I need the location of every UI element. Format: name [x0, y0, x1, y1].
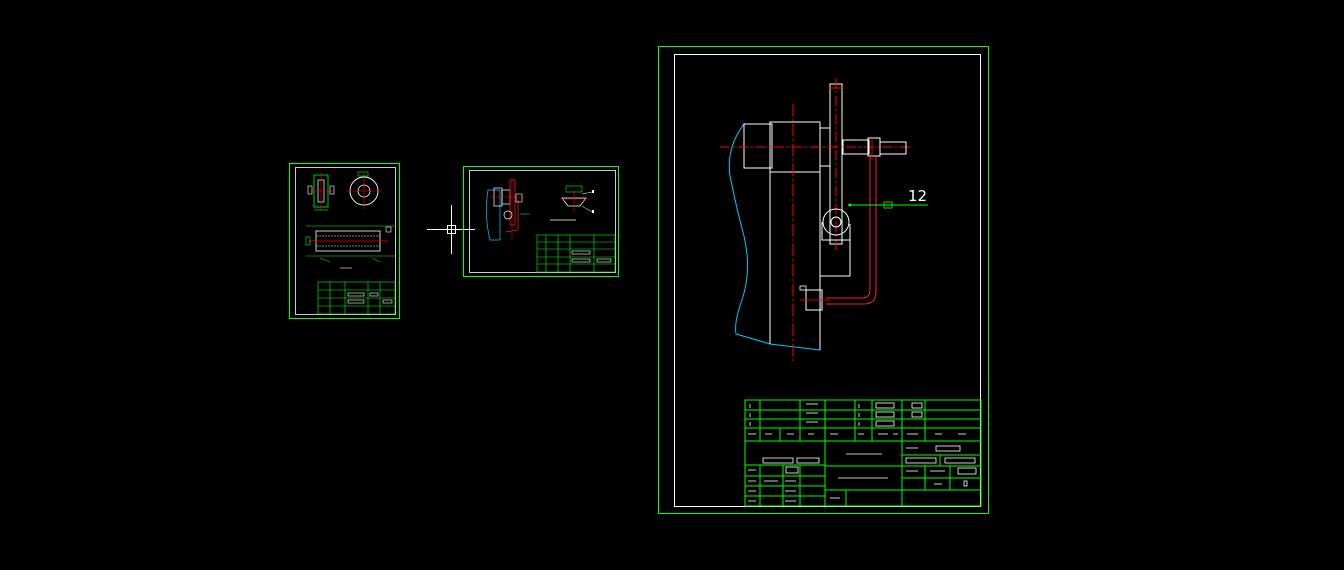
sheet-1-title-block	[317, 281, 396, 315]
drawing-sheet-2[interactable]	[463, 166, 619, 277]
sheet-3-title-block	[744, 399, 982, 507]
sheet-3-outer-frame	[658, 46, 989, 514]
sheet-2-outer-frame	[463, 166, 619, 277]
sheet-1-ring-view	[346, 171, 382, 209]
sheet-2-detail-view	[550, 185, 594, 221]
drawing-sheet-1[interactable]	[289, 163, 400, 319]
sheet-2-title-block	[536, 234, 616, 273]
drawing-sheet-3[interactable]: 12	[658, 46, 989, 514]
crosshair-cursor	[427, 205, 475, 254]
sheet-1-shaft-view	[305, 225, 396, 269]
sheet-1-inner-frame	[295, 167, 396, 315]
sheet-2-inner-frame	[469, 170, 616, 273]
sheet-3-inner-frame	[674, 54, 981, 507]
sheet-2-fixture-view	[486, 178, 530, 241]
balloon-label: 12	[908, 187, 927, 205]
sheet-3-assembly-view	[720, 78, 928, 362]
sheet-1-section-view	[307, 172, 335, 211]
sheet-1-outer-frame	[289, 163, 400, 319]
